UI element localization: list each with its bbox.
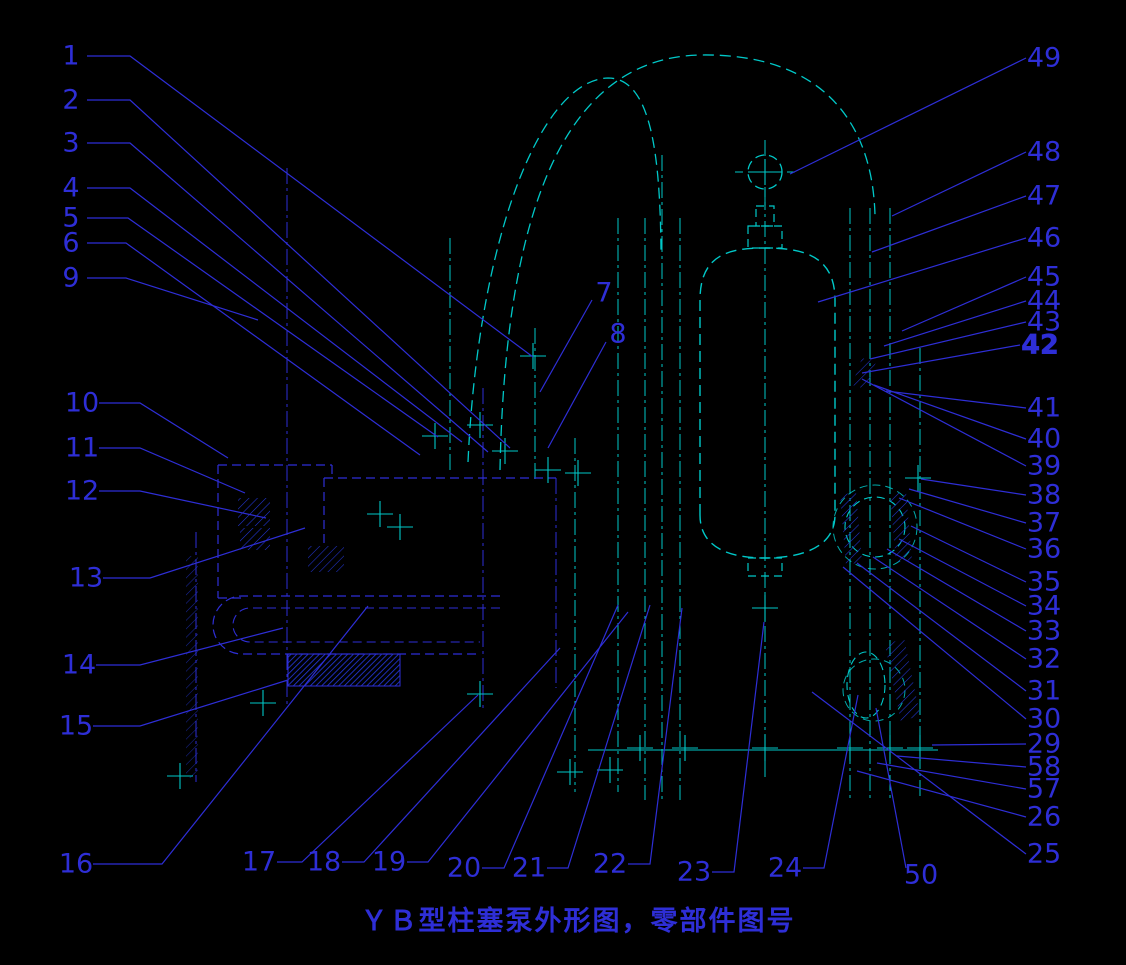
- leader-lines: [87, 55, 1027, 873]
- pump-body: [217, 464, 556, 599]
- centerlines: [195, 140, 921, 800]
- leader-line-47: [871, 195, 1027, 253]
- leader-line-31: [856, 562, 1027, 692]
- leader-line-2: [87, 99, 511, 449]
- leader-line-20: [482, 604, 619, 869]
- leader-line-30: [842, 566, 1027, 720]
- leader-line-44: [883, 300, 1027, 347]
- leader-line-35: [910, 525, 1027, 583]
- pipe-loop: [212, 595, 500, 655]
- leader-line-40: [873, 384, 1027, 440]
- leader-line-22: [628, 607, 683, 865]
- leader-line-18: [342, 647, 561, 863]
- leader-line-10: [99, 402, 229, 459]
- leader-line-38: [920, 478, 1027, 496]
- leader-line-43: [869, 321, 1027, 360]
- leader-line-41: [885, 390, 1027, 409]
- cross-marks: [167, 159, 933, 789]
- leader-line-11: [99, 447, 246, 494]
- leader-line-58: [896, 755, 1027, 768]
- leader-line-48: [891, 151, 1027, 217]
- leader-line-21: [547, 604, 651, 869]
- leader-line-4: [87, 187, 463, 443]
- leader-line-8: [547, 341, 607, 449]
- leader-line-37: [908, 488, 1027, 524]
- leader-line-32: [872, 556, 1027, 660]
- leader-line-13: [103, 527, 306, 579]
- drawing-title: ＹＢ型柱塞泵外形图，零部件图号: [360, 906, 796, 937]
- leader-line-12: [99, 490, 267, 519]
- leader-line-17: [277, 694, 479, 863]
- leader-line-46: [817, 237, 1027, 303]
- leader-line-19: [407, 611, 629, 863]
- hatch-regions: [186, 358, 920, 778]
- vessel-outline: [699, 154, 836, 577]
- leader-line-26: [856, 770, 1027, 818]
- pipe-arcs: [467, 54, 876, 471]
- leader-line-57: [876, 762, 1027, 790]
- leader-line-16: [93, 605, 369, 865]
- leader-line-25: [811, 691, 1027, 855]
- leader-line-5: [87, 217, 439, 438]
- leader-line-29: [931, 743, 1027, 746]
- leader-line-9: [87, 277, 259, 321]
- leader-line-6: [87, 242, 421, 456]
- leader-line-42: [861, 344, 1021, 374]
- leader-line-45: [901, 276, 1027, 332]
- leader-line-24: [803, 694, 859, 869]
- leader-line-49: [789, 57, 1027, 175]
- leader-line-34: [898, 538, 1027, 607]
- leader-line-14: [96, 627, 284, 666]
- leader-line-50: [875, 707, 907, 869]
- leader-line-3: [87, 142, 489, 453]
- leader-line-15: [93, 679, 289, 727]
- leader-line-36: [898, 497, 1027, 550]
- leader-line-23: [712, 621, 765, 873]
- leader-line-33: [886, 548, 1027, 632]
- leader-line-1: [87, 55, 534, 358]
- leader-line-39: [861, 378, 1027, 467]
- leader-line-7: [539, 299, 593, 393]
